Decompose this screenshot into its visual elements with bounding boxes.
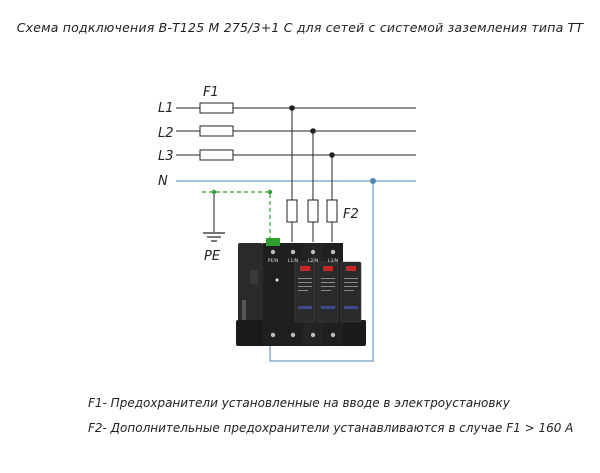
terminal-pe-n-label: PE/N xyxy=(268,258,278,264)
pe-line xyxy=(202,189,273,238)
terminal-l3-label: L3/N xyxy=(328,258,338,264)
diagram-title: Схема подключения В-Т125 М 275/3+1 С для… xyxy=(16,20,584,35)
fuse-f2-l1 xyxy=(286,199,298,223)
neutral-junction xyxy=(370,178,376,184)
module-pe-n xyxy=(263,243,283,345)
note-f2: F2- Дополнительные предохранители устана… xyxy=(88,421,574,435)
junction-l3 xyxy=(329,152,335,158)
label-l1: L1 xyxy=(158,101,174,116)
indicator-1 xyxy=(300,266,310,271)
ground-icon xyxy=(203,232,225,242)
junction-l1 xyxy=(289,105,295,111)
pe-top-junction xyxy=(267,189,273,195)
pe-junction xyxy=(211,189,217,195)
label-pe: PE xyxy=(204,249,221,264)
note-f1: F1- Предохранители установленные на ввод… xyxy=(88,396,510,410)
fuse-f1-l2 xyxy=(199,125,234,137)
indicator-3 xyxy=(346,266,356,271)
phase-lines xyxy=(176,102,416,161)
surge-protection-device: PE/N L1/N L2/N L3/N xyxy=(236,238,366,346)
neutral-line xyxy=(176,178,416,362)
fuse-f2-l2 xyxy=(307,199,319,223)
junction-l2 xyxy=(310,128,316,134)
fuse-f1-l1 xyxy=(199,102,234,114)
label-f2: F2 xyxy=(343,207,359,222)
fuse-f1-l3 xyxy=(199,149,234,161)
label-f1: F1 xyxy=(203,85,219,100)
phase-drops xyxy=(286,105,338,242)
module-pe-n-green-terminal xyxy=(266,238,280,246)
label-l2: L2 xyxy=(158,126,174,141)
terminal-l2-label: L2/N xyxy=(308,258,318,264)
label-l3: L3 xyxy=(158,149,174,164)
fuse-f2-l3 xyxy=(326,199,338,223)
label-n: N xyxy=(158,174,168,189)
terminal-l1-label: L1/N xyxy=(288,258,298,264)
indicator-2 xyxy=(323,266,333,271)
